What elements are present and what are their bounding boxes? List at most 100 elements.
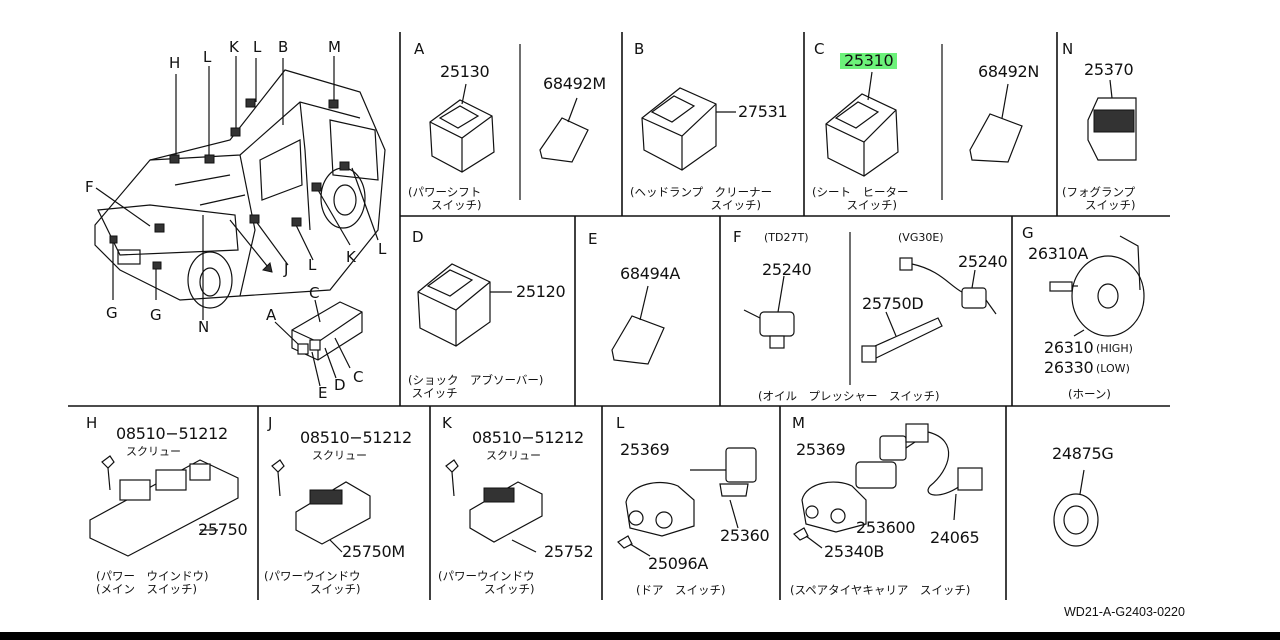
part-25130 (429, 83, 495, 173)
pn-26310A: 26310A (1028, 244, 1089, 263)
grid-lines (68, 32, 1170, 600)
note-screw-k: スクリュー (486, 449, 541, 462)
part-25370 (1087, 79, 1137, 161)
pn-08510-51212-h: 08510−51212 (116, 424, 228, 443)
callout-l-4: L (378, 240, 387, 258)
pn-25360: 25360 (720, 526, 770, 545)
callout-l-1: L (203, 48, 212, 66)
pn-25750: 25750 (198, 520, 248, 539)
pn-25130: 25130 (440, 62, 490, 81)
pn-68494A: 68494A (620, 264, 681, 283)
part-25360 (690, 447, 757, 529)
part-253600 (855, 435, 925, 489)
pn-25752: 25752 (544, 542, 594, 561)
callout-k-2: K (346, 248, 356, 266)
pn-25120: 25120 (516, 282, 566, 301)
part-25369-door (625, 481, 695, 537)
part-25750M (271, 459, 371, 553)
callout-g-2: G (150, 306, 162, 324)
cell-k-letter: K (442, 414, 452, 432)
cell-c-letter: C (814, 40, 825, 58)
part-68492N (969, 83, 1023, 163)
part-68492M (539, 97, 589, 163)
cell-l-letter: L (616, 414, 625, 432)
cell-h-caption: (パワー ウインドウ) (メイン スイッチ) (96, 569, 209, 596)
callout-j: J (284, 260, 289, 278)
note-screw-h: スクリュー (126, 445, 181, 458)
cell-d-caption: (ショック アブソーバー) スイッチ (408, 373, 544, 400)
part-68494A (611, 285, 665, 365)
pn-26330: 26330 (1044, 358, 1094, 377)
callout-c-2: C (353, 368, 364, 386)
cell-b-caption: (ヘッドランプ クリーナー スイッチ) (630, 185, 773, 212)
part-27531 (641, 87, 736, 171)
pn-25096A: 25096A (648, 554, 709, 573)
pn-68492N: 68492N (978, 62, 1040, 81)
bottom-border-bar (0, 632, 1280, 640)
callout-g-1: G (106, 304, 118, 322)
part-26310 (1049, 235, 1145, 337)
pn-08510-51212-k: 08510−51212 (472, 428, 584, 447)
cell-f-td27t: (TD27T) (764, 231, 809, 244)
cell-a-letter: A (414, 40, 425, 58)
part-24875G (1053, 469, 1099, 547)
cell-n-caption: (フォグランプ スイッチ) (1062, 185, 1136, 212)
cell-g-letter: G (1022, 224, 1034, 242)
note-low: (LOW) (1096, 362, 1130, 375)
part-25310 (825, 71, 899, 177)
part-25120 (417, 263, 512, 347)
part-25096A (617, 535, 651, 557)
cell-m-letter: M (792, 414, 805, 432)
part-25752 (445, 459, 543, 553)
pn-25369-door: 25369 (620, 440, 670, 459)
pn-25340B: 25340B (824, 542, 885, 561)
cell-j-caption: (パワーウインドウ スイッチ) (264, 569, 361, 596)
part-24065 (905, 423, 983, 521)
callout-e: E (318, 384, 328, 402)
pn-27531: 27531 (738, 102, 788, 121)
callout-l-2: L (253, 38, 262, 56)
cell-f-vg30e: (VG30E) (898, 231, 944, 244)
cell-f-caption: (オイル プレッシャー スイッチ) (758, 389, 940, 403)
cell-m-caption: (スペアタイヤキャリア スイッチ) (790, 583, 971, 597)
pn-25370: 25370 (1084, 60, 1134, 79)
note-high: (HIGH) (1096, 342, 1133, 355)
cell-h-letter: H (86, 414, 98, 432)
cell-b-letter: B (634, 40, 645, 58)
pn-25240-td27t: 25240 (762, 260, 812, 279)
pn-25310-highlighted: 25310 (840, 53, 898, 69)
callout-l-3: L (308, 256, 317, 274)
pn-25750M: 25750M (342, 542, 405, 561)
cell-d-letter: D (412, 228, 424, 246)
note-screw-j: スクリュー (312, 449, 367, 462)
cell-a-caption: (パワーシフト スイッチ) (408, 185, 482, 212)
pn-24875G: 24875G (1052, 444, 1114, 463)
cell-f-letter: F (733, 228, 742, 246)
part-25240-vg30e (899, 257, 997, 315)
callout-h: H (169, 54, 181, 72)
callout-k-1: K (229, 38, 239, 56)
cell-l-caption: (ドア スイッチ) (636, 583, 726, 597)
callout-b: B (278, 38, 289, 56)
part-25750D (861, 311, 943, 363)
cell-c-caption: (シート ヒーター スイッチ) (812, 185, 909, 212)
pn-26310: 26310 (1044, 338, 1094, 357)
cell-n-letter: N (1062, 40, 1074, 58)
pn-25750D: 25750D (862, 294, 924, 313)
pn-68492M: 68492M (543, 74, 606, 93)
vehicle-overview (94, 56, 386, 387)
cell-k-caption: (パワーウインドウ スイッチ) (438, 569, 535, 596)
callout-m: M (328, 38, 341, 56)
pn-25369-spare: 25369 (796, 440, 846, 459)
cell-j-letter: J (268, 414, 273, 432)
part-25340B (793, 527, 823, 549)
part-25369-spare (801, 481, 867, 533)
callout-f: F (85, 178, 94, 196)
callout-n: N (198, 318, 210, 336)
callout-a: A (266, 306, 277, 324)
part-25240-td27t (743, 275, 795, 349)
callout-d: D (334, 376, 346, 394)
callout-c: C (309, 284, 320, 302)
